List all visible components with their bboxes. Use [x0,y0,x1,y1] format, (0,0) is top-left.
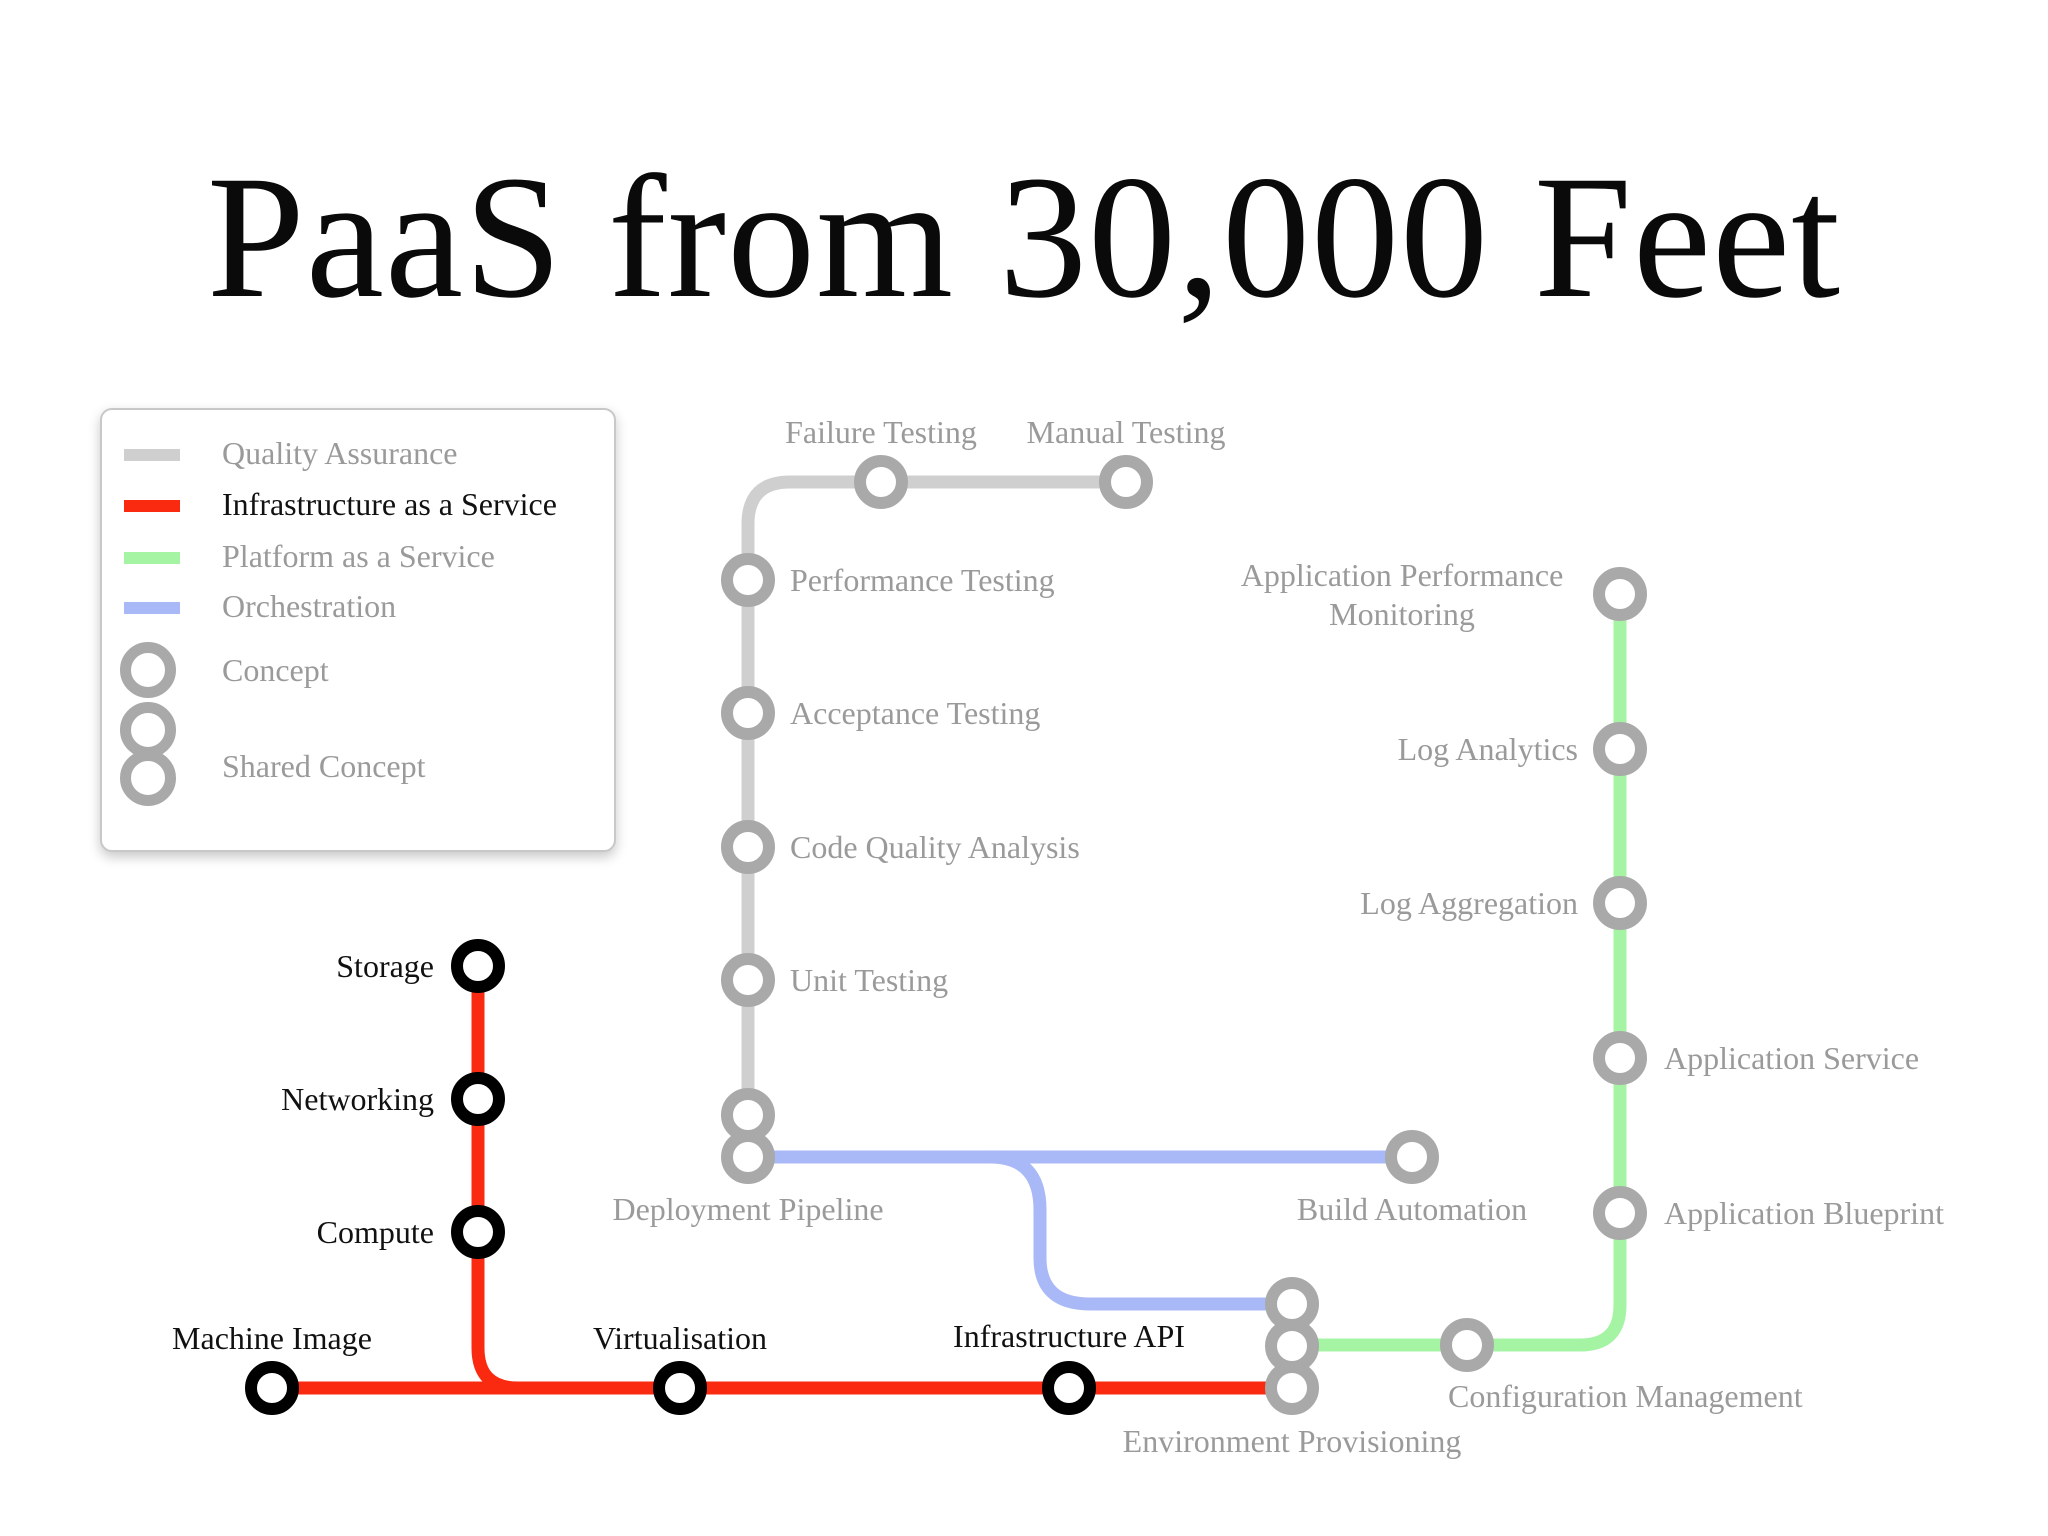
legend-item-quality-assurance: Quality Assurance [102,433,614,473]
station-environment-provisioning-bottom [1265,1361,1319,1415]
label-build-automation: Build Automation [1297,1191,1527,1227]
legend-item-iaas: Infrastructure as a Service [102,484,614,524]
paas-route-line [1292,594,1627,1352]
label-unit-testing: Unit Testing [790,962,948,998]
label-application-blueprint: Application Blueprint [1664,1195,1944,1231]
legend-label: Infrastructure as a Service [222,486,557,522]
label-failure-testing: Failure Testing [785,414,977,450]
label-deployment-pipeline: Deployment Pipeline [612,1191,883,1227]
label-storage: Storage [336,948,434,984]
label-configuration-management: Configuration Management [1448,1378,1803,1414]
station-machine-image [245,1361,299,1415]
label-machine-image: Machine Image [172,1320,372,1356]
legend-label: Shared Concept [222,748,426,784]
legend: Quality Assurance Infrastructure as a Se… [100,408,616,852]
label-environment-provisioning: Environment Provisioning [1123,1423,1462,1459]
station-deployment-pipeline-upper [721,1088,775,1142]
slide-title: PaaS from 30,000 Feet [206,140,1842,335]
legend-label: Quality Assurance [222,435,458,471]
station-deployment-pipeline-lower [721,1130,775,1184]
legend-swatch-qa [124,449,180,461]
station-manual-testing [1099,455,1153,509]
label-apm-line2: Monitoring [1329,596,1475,632]
station-failure-testing [854,455,908,509]
label-application-service: Application Service [1664,1040,1919,1076]
station-networking [451,1072,505,1126]
station-performance-testing [721,553,775,607]
legend-swatch-iaas [124,500,180,512]
station-log-aggregation [1593,876,1647,930]
label-performance-testing: Performance Testing [790,562,1055,598]
legend-swatch-paas [124,552,180,564]
label-apm-line1: Application Performance [1241,557,1564,593]
station-configuration-management [1440,1318,1494,1372]
label-compute: Compute [317,1214,434,1250]
label-acceptance-testing: Acceptance Testing [790,695,1040,731]
station-code-quality-analysis [721,820,775,874]
station-compute [451,1205,505,1259]
station-application-blueprint [1593,1186,1647,1240]
legend-label: Platform as a Service [222,538,495,574]
station-application-service [1593,1031,1647,1085]
legend-label: Concept [222,652,329,688]
legend-item-concept: Concept [102,642,614,698]
station-environment-provisioning-middle [1265,1319,1319,1373]
label-log-aggregation: Log Aggregation [1360,885,1578,921]
legend-label: Orchestration [222,588,397,624]
station-log-analytics [1593,722,1647,776]
label-manual-testing: Manual Testing [1027,414,1226,450]
legend-item-orchestration: Orchestration [102,586,614,626]
concept-ring-icon [120,642,176,698]
label-networking: Networking [281,1081,434,1117]
orchestration-branch-line [989,1150,1292,1311]
station-application-performance-monitoring [1593,567,1647,621]
station-virtualisation [653,1361,707,1415]
station-acceptance-testing [721,686,775,740]
shared-concept-ring-icon-bottom [120,750,176,806]
legend-item-shared-concept: Shared Concept [102,702,614,806]
label-virtualisation: Virtualisation [593,1320,767,1356]
legend-swatch-orchestration [124,602,180,614]
station-environment-provisioning-top [1265,1277,1319,1331]
label-log-analytics: Log Analytics [1398,731,1578,767]
legend-item-paas: Platform as a Service [102,536,614,576]
qa-route-line [741,475,1133,1165]
station-unit-testing [721,953,775,1007]
station-build-automation [1385,1130,1439,1184]
label-infrastructure-api: Infrastructure API [953,1318,1185,1354]
station-infrastructure-api [1042,1361,1096,1415]
label-code-quality-analysis: Code Quality Analysis [790,829,1080,865]
station-storage [451,939,505,993]
